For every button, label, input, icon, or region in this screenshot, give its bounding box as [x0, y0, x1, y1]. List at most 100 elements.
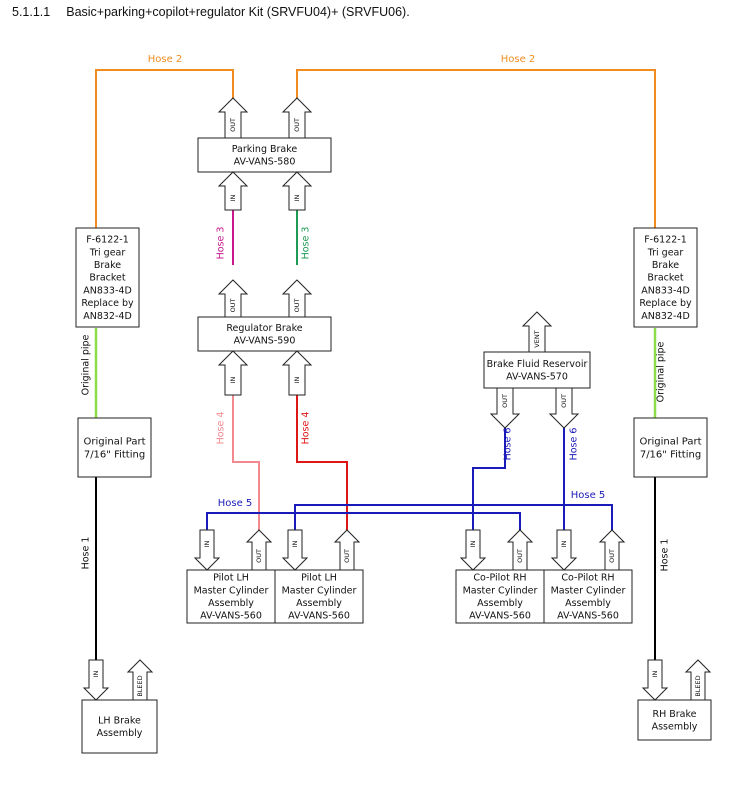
- hose-4-left-label: Hose 4: [216, 412, 227, 445]
- original-pipe-left-label: Original pipe: [81, 334, 92, 395]
- regulator-brake-out-left-arrow: [217, 279, 249, 318]
- bracket-left-line-7: AN832-4D: [83, 311, 132, 322]
- hose-4-left-line: [232, 395, 260, 530]
- rh-brake-assembly-line-1: RH Brake: [652, 709, 696, 720]
- brake-fluid-reservoir-line-1: Brake Fluid Reservoir: [487, 359, 588, 370]
- copilot-rh-cylinder-2-line-2: Master Cylinder: [551, 585, 626, 596]
- copilot-rh-2-in-arrow: [550, 529, 578, 571]
- rh-brake-assembly-line-2: Assembly: [652, 722, 698, 733]
- copilot-rh-2-out-arrow: [598, 529, 626, 571]
- bracket-left-line-6: Replace by: [81, 298, 134, 309]
- pilot-lh-cylinder-2-box: [274, 569, 364, 624]
- pilot-lh-cylinder-2-line-1: Pilot LH: [301, 573, 337, 584]
- hose-4-right-line: [296, 395, 348, 530]
- regulator-brake-out-right-arrow: [281, 279, 313, 318]
- regulator-brake-out-right-arrow-label: OUT: [293, 299, 301, 313]
- parking-brake-out-right-arrow-label: OUT: [293, 118, 301, 132]
- pilot-lh-2-in-arrow-label: IN: [291, 540, 299, 547]
- lh-brake-assembly-line-1: LH Brake: [98, 715, 141, 726]
- regulator-brake-box: [197, 316, 332, 352]
- bracket-left-line-2: Tri gear: [89, 247, 126, 258]
- copilot-rh-cylinder-2-box: [543, 569, 633, 624]
- original-part-right-line-2: 7/16" Fitting: [640, 450, 701, 461]
- regulator-brake-line-1: Regulator Brake: [226, 323, 302, 334]
- hose-5-left-label: Hose 5: [218, 498, 253, 509]
- bracket-right-line-2: Tri gear: [647, 247, 684, 258]
- hose-6-left-label: Hose 6: [503, 428, 514, 461]
- parking-brake-box: [197, 137, 332, 173]
- parking-brake-in-left-arrow: [217, 171, 249, 211]
- hose-5-left-line: [206, 512, 521, 530]
- hose-5-right-label: Hose 5: [571, 490, 606, 501]
- copilot-rh-cylinder-1-line-4: AV-VANS-560: [469, 611, 531, 622]
- reservoir-vent-arrow-label: VENT: [533, 330, 541, 347]
- pilot-lh-cylinder-2-line-4: AV-VANS-560: [288, 611, 350, 622]
- bracket-right-line-3: Brake: [652, 260, 679, 271]
- bracket-left-box: [75, 227, 140, 328]
- hose-3-right-label: Hose 3: [301, 227, 312, 260]
- copilot-rh-1-out-arrow-label: OUT: [516, 549, 524, 563]
- bracket-right-line-6: Replace by: [639, 298, 692, 309]
- lh-brake-in-arrow: [82, 659, 110, 701]
- bracket-left-line-1: F-6122-1: [86, 235, 129, 246]
- pilot-lh-cylinder-1-line-4: AV-VANS-560: [200, 611, 262, 622]
- regulator-brake-in-right-arrow-label: IN: [293, 376, 301, 383]
- reservoir-out-left-arrow: [489, 387, 521, 429]
- original-part-left-box: [77, 417, 152, 478]
- copilot-rh-cylinder-2-line-3: Assembly: [565, 598, 611, 609]
- pilot-lh-cylinder-1-box: [186, 569, 276, 624]
- bracket-right-line-7: AN832-4D: [641, 311, 690, 322]
- copilot-rh-1-out-arrow: [506, 529, 534, 571]
- regulator-brake-line-2: AV-VANS-590: [234, 336, 296, 347]
- original-part-left-line-2: 7/16" Fitting: [84, 450, 145, 461]
- bracket-right-line-4: Bracket: [647, 273, 683, 284]
- rh-brake-in-arrow: [641, 659, 669, 701]
- original-part-right-box: [633, 417, 708, 478]
- copilot-rh-cylinder-1-line-1: Co-Pilot RH: [473, 573, 526, 584]
- hose-1-left-label: Hose 1: [81, 537, 92, 570]
- rh-brake-assembly-box: [637, 699, 712, 741]
- original-pipe-right-label: Original pipe: [656, 341, 667, 402]
- parking-brake-in-left-arrow-label: IN: [229, 194, 237, 201]
- regulator-brake-in-left-arrow: [217, 350, 249, 396]
- regulator-brake-in-right-arrow: [281, 350, 313, 396]
- bracket-right-line-1: F-6122-1: [644, 235, 687, 246]
- pilot-lh-2-out-arrow-label: OUT: [343, 549, 351, 563]
- hose-2-left-line: [95, 69, 234, 245]
- hose-6-right-label: Hose 6: [569, 428, 580, 461]
- hose-2-left-label: Hose 2: [148, 54, 183, 65]
- parking-brake-out-right-arrow: [281, 97, 313, 139]
- lh-brake-bleed-arrow: [126, 659, 154, 701]
- pilot-lh-2-out-arrow: [333, 529, 361, 571]
- copilot-rh-cylinder-2-line-1: Co-Pilot RH: [561, 573, 614, 584]
- pilot-lh-1-in-arrow-label: IN: [203, 540, 211, 547]
- original-part-right-line-1: Original Part: [639, 436, 701, 447]
- pilot-lh-cylinder-2-line-2: Master Cylinder: [282, 585, 357, 596]
- lh-brake-bleed-arrow-label: BLEED: [136, 675, 144, 696]
- pilot-lh-cylinder-2-line-3: Assembly: [296, 598, 342, 609]
- copilot-rh-cylinder-2-line-4: AV-VANS-560: [557, 611, 619, 622]
- parking-brake-line-1: Parking Brake: [232, 144, 298, 155]
- reservoir-out-right-arrow: [548, 387, 580, 429]
- rh-brake-bleed-arrow: [684, 659, 712, 701]
- hose-3-left-label: Hose 3: [216, 227, 227, 260]
- bracket-right-box: [633, 227, 698, 328]
- hose-2-right-label: Hose 2: [501, 54, 536, 65]
- parking-brake-in-right-arrow: [281, 171, 313, 211]
- brake-fluid-reservoir-box: [483, 351, 591, 389]
- reservoir-out-left-arrow-label: OUT: [501, 394, 509, 408]
- hose-5-right-line: [294, 504, 613, 530]
- copilot-rh-2-in-arrow-label: IN: [560, 540, 568, 547]
- pilot-lh-1-out-arrow-label: OUT: [255, 549, 263, 563]
- section-number: 5.1.1.1: [12, 5, 51, 19]
- bracket-right-line-5: AN833-4D: [641, 285, 690, 296]
- pilot-lh-1-out-arrow: [245, 529, 273, 571]
- parking-brake-in-right-arrow-label: IN: [293, 194, 301, 201]
- pilot-lh-cylinder-1-line-2: Master Cylinder: [194, 585, 269, 596]
- hose-2-right-line: [296, 69, 656, 238]
- copilot-rh-cylinder-1-box: [455, 569, 545, 624]
- rh-brake-bleed-arrow-label: BLEED: [694, 675, 702, 696]
- lh-brake-assembly-box: [81, 699, 158, 754]
